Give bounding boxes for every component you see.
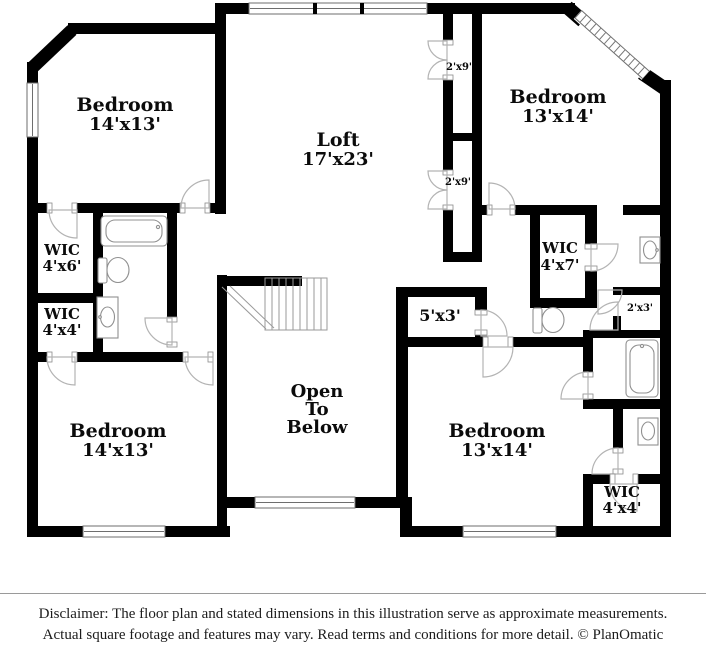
window: [82, 525, 166, 538]
door-arc: [560, 371, 589, 400]
room-dims: 4'x7': [540, 256, 579, 274]
door-arc: [144, 317, 173, 346]
room-dims: 4'x6': [42, 257, 81, 275]
bathtub-icon: [625, 339, 659, 398]
room-label: To: [305, 399, 328, 420]
room-label: Bedroom: [77, 94, 174, 116]
room-labels: Bedroom 14'x13' Loft 17'x23' Bedroom 13'…: [42, 62, 653, 517]
doors: [46, 39, 639, 512]
disclaimer-line2: Actual square footage and features may v…: [42, 627, 664, 643]
window: [573, 9, 651, 80]
room-dims: 13'x14': [522, 106, 594, 127]
room-label: WIC: [43, 305, 80, 323]
window: [26, 82, 39, 138]
door-arc: [591, 447, 619, 475]
closet-dims: 2'x3': [627, 303, 653, 314]
fixtures: [96, 215, 661, 446]
sink-icon: [639, 236, 661, 264]
door-arc: [488, 182, 516, 210]
room-dims: 4'x4': [42, 321, 81, 339]
window: [254, 496, 356, 509]
room-dims: 14'x13': [82, 440, 154, 461]
door-arc: [480, 309, 508, 337]
room-label: WIC: [603, 483, 640, 501]
room-dims: 17'x23': [302, 149, 374, 170]
closet-dims: 2'x9': [445, 177, 471, 188]
disclaimer-line1: Disclaimer: The floor plan and stated di…: [38, 606, 668, 622]
room-label: Bedroom: [510, 86, 607, 108]
sink-icon: [96, 296, 119, 339]
door-arc: [184, 356, 214, 386]
walls: [27, 1, 671, 537]
window: [248, 2, 428, 15]
room-label: WIC: [43, 241, 80, 259]
staircase: [221, 277, 328, 331]
door-arc: [590, 243, 619, 272]
door-arc: [180, 179, 210, 209]
door-arc: [427, 189, 448, 210]
room-label: Bedroom: [449, 420, 546, 442]
toilet-icon: [532, 306, 565, 334]
door-arc: [46, 356, 76, 386]
room-label: WIC: [541, 239, 578, 257]
door-arc: [427, 59, 448, 80]
door-arc: [589, 301, 619, 331]
door-arc: [482, 346, 514, 378]
room-label: Below: [286, 417, 348, 438]
room-dims: 14'x13': [89, 114, 161, 135]
toilet-icon: [97, 256, 130, 284]
disclaimer: Disclaimer: The floor plan and stated di…: [0, 593, 706, 646]
window: [462, 525, 557, 538]
room-label: Bedroom: [70, 420, 167, 442]
room-dims: 13'x14': [461, 440, 533, 461]
door-arc: [609, 483, 638, 512]
closet-dims: 2'x9': [446, 62, 472, 73]
sink-icon: [637, 417, 659, 446]
door-arc: [48, 209, 78, 239]
room-label: Open: [291, 381, 344, 402]
door-arc: [597, 289, 623, 315]
windows: [26, 2, 651, 538]
room-label: Loft: [317, 129, 360, 151]
bathtub-icon: [100, 215, 168, 247]
room-dims: 4'x4': [602, 499, 641, 517]
closet-dims: 5'x3': [419, 306, 461, 325]
floor-plan: Bedroom 14'x13' Loft 17'x23' Bedroom 13'…: [26, 1, 671, 538]
